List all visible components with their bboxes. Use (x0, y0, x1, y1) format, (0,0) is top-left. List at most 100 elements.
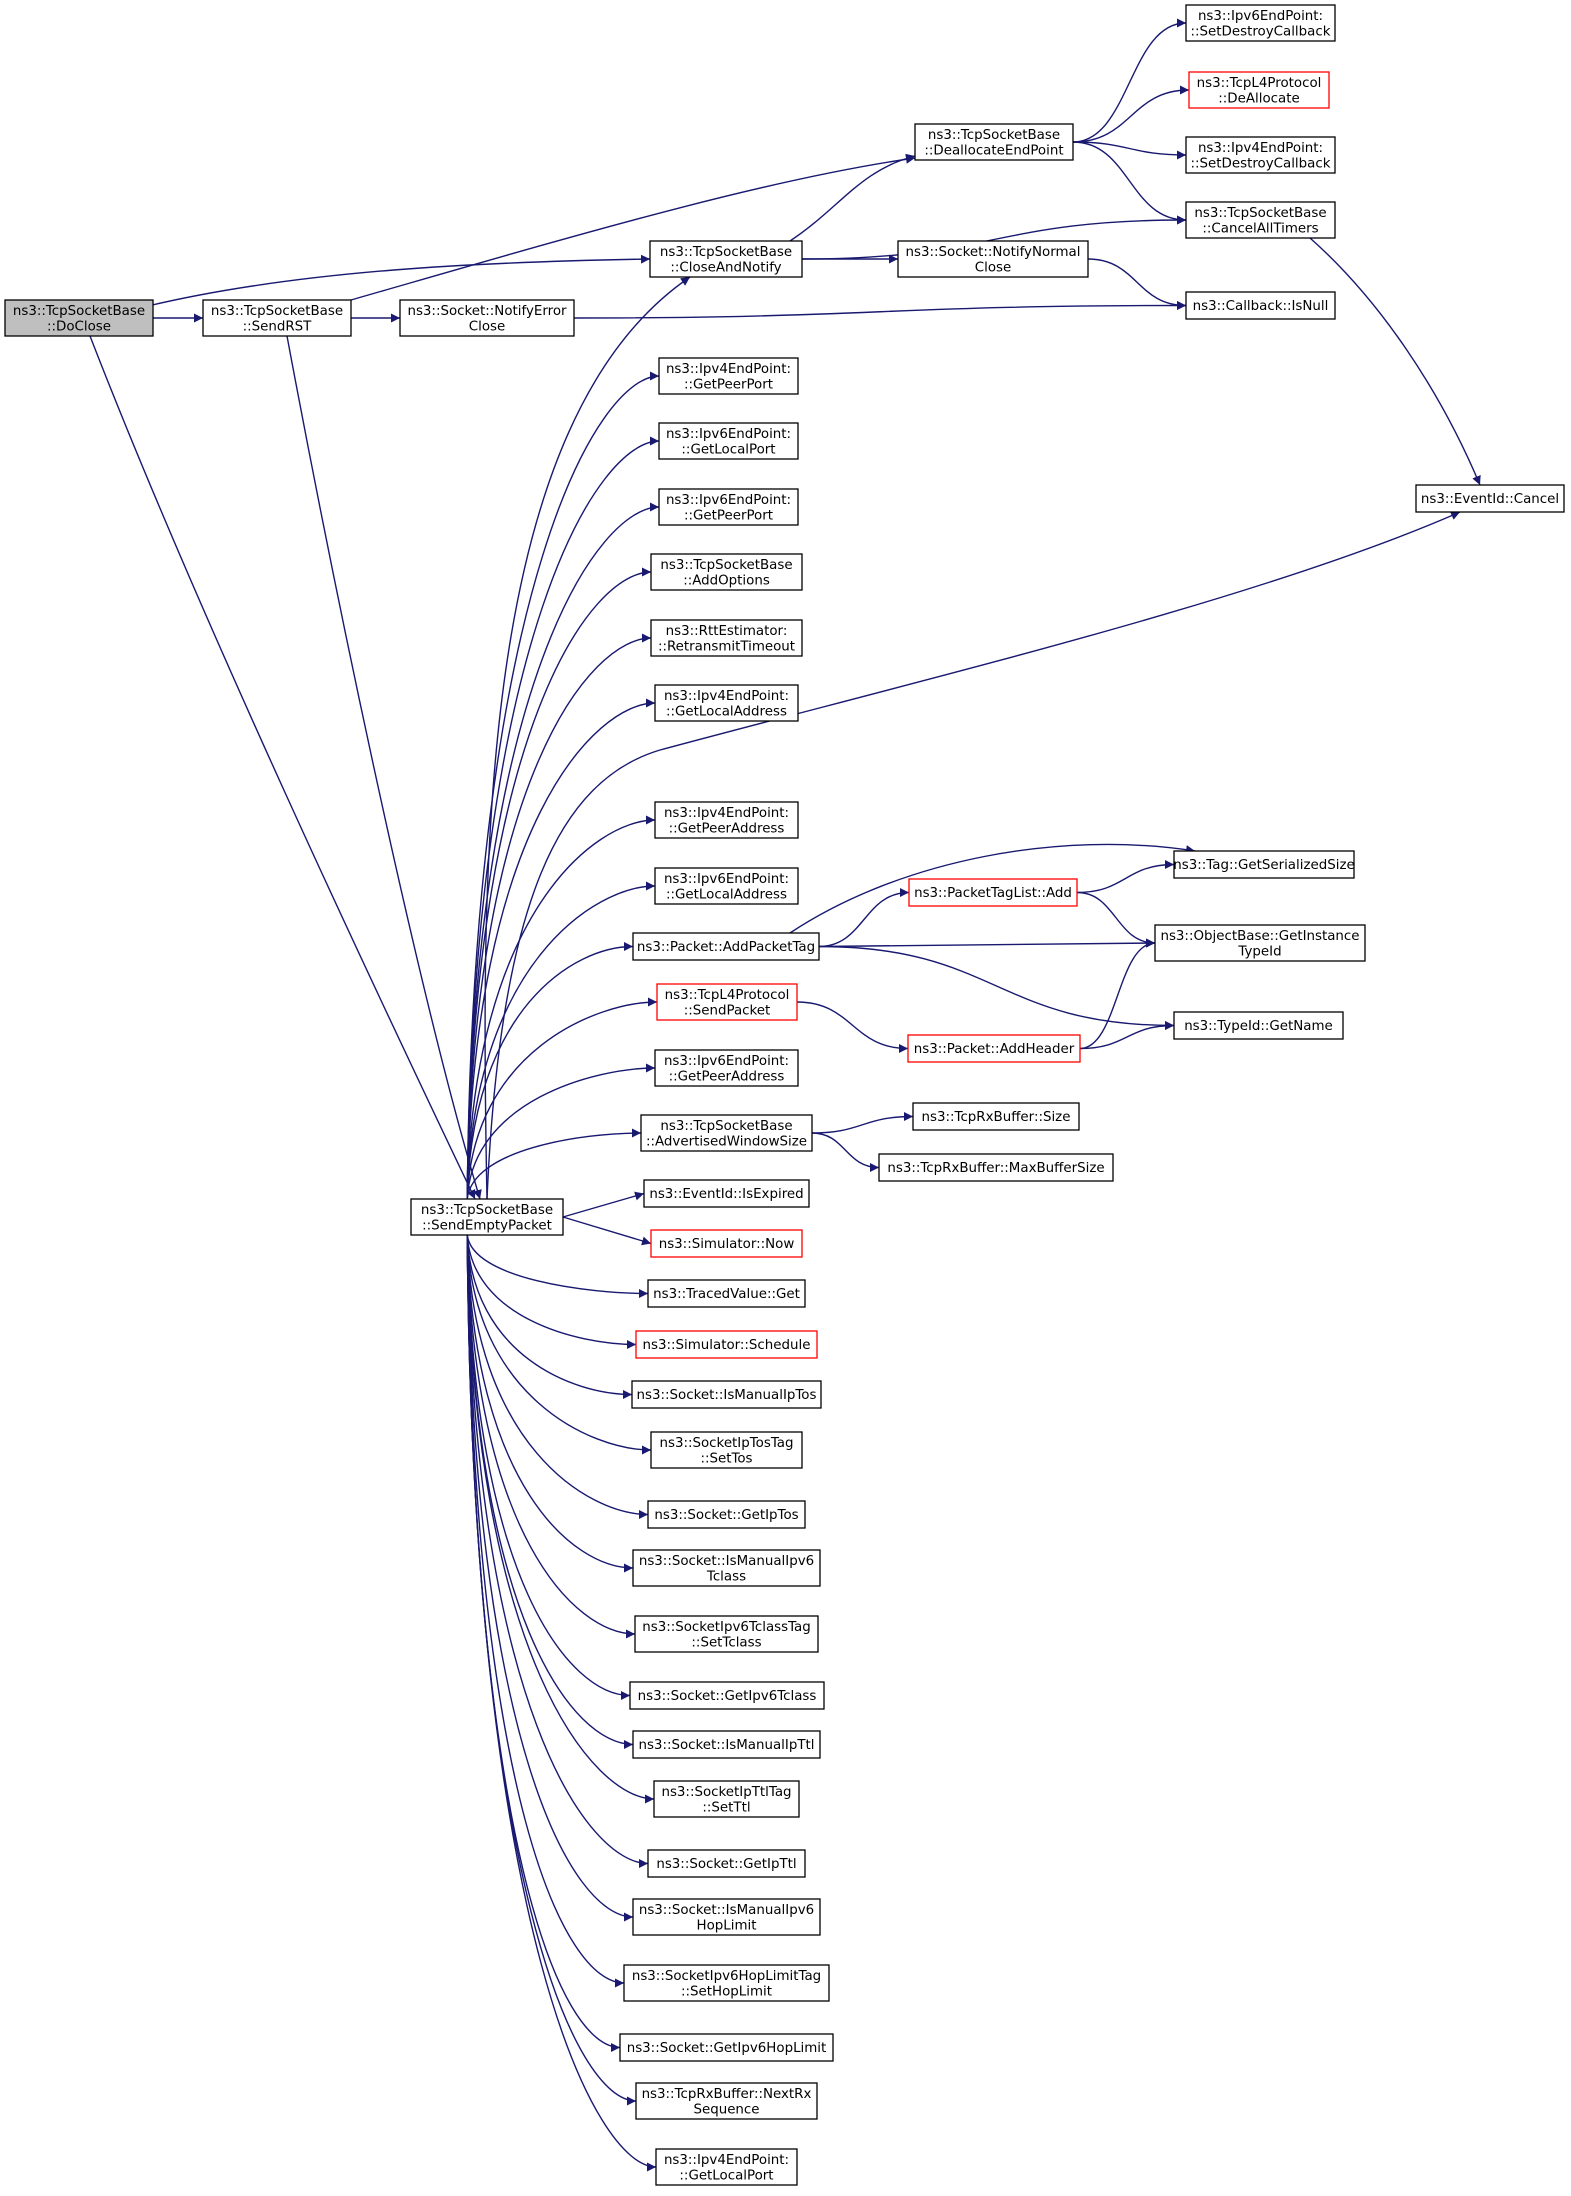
function-node-v6localaddr[interactable]: ns3::Ipv6EndPoint:::GetLocalAddress (654, 867, 799, 905)
node-label: ::GetPeerAddress (669, 1069, 785, 1084)
function-node-doclose[interactable]: ns3::TcpSocketBase::DoClose (4, 299, 154, 337)
function-node-ipv4destroy[interactable]: ns3::Ipv4EndPoint:::SetDestroyCallback (1185, 136, 1336, 174)
node-label: ns3::Ipv6EndPoint: (666, 493, 791, 508)
function-node-getv6tc[interactable]: ns3::Socket::GetIpv6Tclass (629, 1681, 825, 1710)
function-node-eventcancel[interactable]: ns3::EventId::Cancel (1415, 484, 1565, 513)
node-label: ns3::TcpL4Protocol (1197, 76, 1322, 91)
function-node-tcpl4send[interactable]: ns3::TcpL4Protocol::SendPacket (656, 983, 798, 1021)
node-label: ns3::Ipv6EndPoint: (664, 1054, 789, 1069)
node-box (647, 1849, 806, 1878)
function-node-rxsize[interactable]: ns3::TcpRxBuffer::Size (912, 1102, 1080, 1131)
function-node-v6peerport[interactable]: ns3::Ipv6EndPoint:::GetPeerPort (658, 488, 799, 526)
call-edge-sendempty-to-ismanv6hl (466, 1234, 634, 1922)
call-edge-ptladd-to-tagserial (1076, 860, 1175, 894)
function-node-addpackettag[interactable]: ns3::Packet::AddPacketTag (632, 932, 820, 961)
function-node-setttl[interactable]: ns3::SocketIpTtlTag::SetTtl (653, 1780, 800, 1818)
call-edge-sendempty-to-simschedule (466, 1234, 637, 1349)
call-edge-sendempty-to-addoptions (466, 567, 652, 1200)
call-edge-sendrst-to-deallocate (350, 154, 916, 301)
node-box (1154, 924, 1366, 962)
call-edge-deallocate-to-cancelall (1072, 141, 1187, 225)
node-label: ::CancelAllTimers (1202, 221, 1318, 236)
node-box (912, 1102, 1080, 1131)
call-edge-doclose-to-closeandnotify (147, 254, 651, 307)
function-node-settclass[interactable]: ns3::SocketIpv6TclassTag::SetTclass (634, 1615, 819, 1653)
node-box (908, 878, 1078, 907)
node-label: ::CloseAndNotify (670, 260, 781, 275)
node-box (878, 1153, 1114, 1182)
node-label: ::RetransmitTimeout (658, 639, 795, 654)
function-node-ismanipttl[interactable]: ns3::Socket::IsManualIpTtl (632, 1730, 821, 1759)
node-label: ::SetTtl (702, 1800, 750, 1815)
function-node-simnow[interactable]: ns3::Simulator::Now (650, 1229, 803, 1258)
node-label: ns3::Socket::GetIpTos (654, 1508, 798, 1523)
function-node-getv6hl[interactable]: ns3::Socket::GetIpv6HopLimit (619, 2033, 834, 2062)
node-label: Close (469, 319, 505, 334)
function-node-rxmax[interactable]: ns3::TcpRxBuffer::MaxBufferSize (878, 1153, 1114, 1182)
function-node-ipv6destroy[interactable]: ns3::Ipv6EndPoint:::SetDestroyCallback (1185, 4, 1336, 42)
function-node-addoptions[interactable]: ns3::TcpSocketBase::AddOptions (650, 553, 803, 591)
call-edge-sendempty-to-ismanipttl (466, 1234, 634, 1749)
function-node-v4localaddr[interactable]: ns3::Ipv4EndPoint:::GetLocalAddress (654, 684, 799, 722)
function-node-tracedget[interactable]: ns3::TracedValue::Get (647, 1279, 806, 1308)
function-node-v4peeraddr[interactable]: ns3::Ipv4EndPoint:::GetPeerAddress (654, 801, 799, 839)
function-node-v6localport[interactable]: ns3::Ipv6EndPoint:::GetLocalPort (658, 422, 799, 460)
node-label: ns3::TcpSocketBase (660, 1119, 792, 1134)
node-box (654, 801, 799, 839)
function-node-deallocate[interactable]: ns3::TcpSocketBase::DeallocateEndPoint (914, 123, 1074, 161)
function-node-ismaniptos[interactable]: ns3::Socket::IsManualIpTos (631, 1380, 822, 1409)
function-node-sendrst[interactable]: ns3::TcpSocketBase::SendRST (202, 299, 352, 337)
node-box (897, 240, 1089, 278)
function-node-sendempty[interactable]: ns3::TcpSocketBase::SendEmptyPacket (410, 1198, 564, 1236)
function-node-simschedule[interactable]: ns3::Simulator::Schedule (635, 1330, 818, 1359)
call-edge-sendempty-to-nextrxseq (466, 1234, 637, 2106)
function-node-advwin[interactable]: ns3::TcpSocketBase::AdvertisedWindowSize (640, 1114, 813, 1152)
node-label: ::GetLocalAddress (666, 887, 787, 902)
node-label: ::DeAllocate (1218, 91, 1299, 106)
node-label: ::AdvertisedWindowSize (646, 1134, 807, 1149)
call-edge-advwin-to-rxsize (811, 1112, 914, 1134)
node-label: ns3::TcpSocketBase (660, 558, 792, 573)
function-node-tcpl4dealloc[interactable]: ns3::TcpL4Protocol::DeAllocate (1188, 71, 1330, 109)
function-node-typeidname[interactable]: ns3::TypeId::GetName (1173, 1011, 1344, 1040)
function-node-isnull[interactable]: ns3::Callback::IsNull (1185, 291, 1336, 320)
function-node-closeandnotify[interactable]: ns3::TcpSocketBase::CloseAndNotify (649, 240, 803, 278)
function-node-sethoplimit[interactable]: ns3::SocketIpv6HopLimitTag::SetHopLimit (623, 1964, 830, 2002)
node-box (1185, 4, 1336, 42)
function-node-rtto[interactable]: ns3::RttEstimator:::RetransmitTimeout (650, 619, 803, 657)
function-node-cancelall[interactable]: ns3::TcpSocketBase::CancelAllTimers (1185, 201, 1336, 239)
function-node-v6peeraddr[interactable]: ns3::Ipv6EndPoint:::GetPeerAddress (654, 1049, 799, 1087)
node-label: ns3::Simulator::Now (659, 1237, 795, 1252)
node-label: ns3::Ipv4EndPoint: (666, 362, 791, 377)
function-node-addheader[interactable]: ns3::Packet::AddHeader (907, 1034, 1081, 1063)
function-node-tagserial[interactable]: ns3::Tag::GetSerializedSize (1173, 850, 1355, 879)
node-label: ns3::Socket::GetIpv6Tclass (638, 1689, 817, 1704)
node-label: ::SetTclass (691, 1635, 761, 1650)
node-label: ns3::Socket::NotifyError (407, 304, 567, 319)
call-edge-sendempty-to-tcpl4send (466, 997, 658, 1200)
function-node-v4peerport[interactable]: ns3::Ipv4EndPoint:::GetPeerPort (658, 357, 799, 395)
function-node-ptladd[interactable]: ns3::PacketTagList::Add (908, 878, 1078, 907)
node-label: ::SetDestroyCallback (1191, 156, 1331, 171)
node-box (653, 1780, 800, 1818)
node-label: ::GetLocalPort (679, 2168, 773, 2183)
node-box (654, 684, 799, 722)
node-label: ::GetLocalAddress (666, 704, 787, 719)
call-edge-sendempty-to-v6peeraddr (466, 1063, 656, 1200)
function-node-v4localport[interactable]: ns3::Ipv4EndPoint:::GetLocalPort (655, 2148, 798, 2186)
function-node-settos[interactable]: ns3::SocketIpTosTag::SetTos (650, 1431, 803, 1469)
function-node-isexpired[interactable]: ns3::EventId::IsExpired (643, 1179, 810, 1208)
node-label: ns3::TracedValue::Get (653, 1287, 800, 1302)
call-edge-sendempty-to-getipttl (466, 1234, 649, 1868)
node-label: ns3::TcpSocketBase (660, 245, 792, 260)
node-label: ::AddOptions (683, 573, 770, 588)
function-node-getipttl[interactable]: ns3::Socket::GetIpTtl (647, 1849, 806, 1878)
node-box (1173, 850, 1355, 879)
function-node-getiptos[interactable]: ns3::Socket::GetIpTos (647, 1500, 806, 1529)
